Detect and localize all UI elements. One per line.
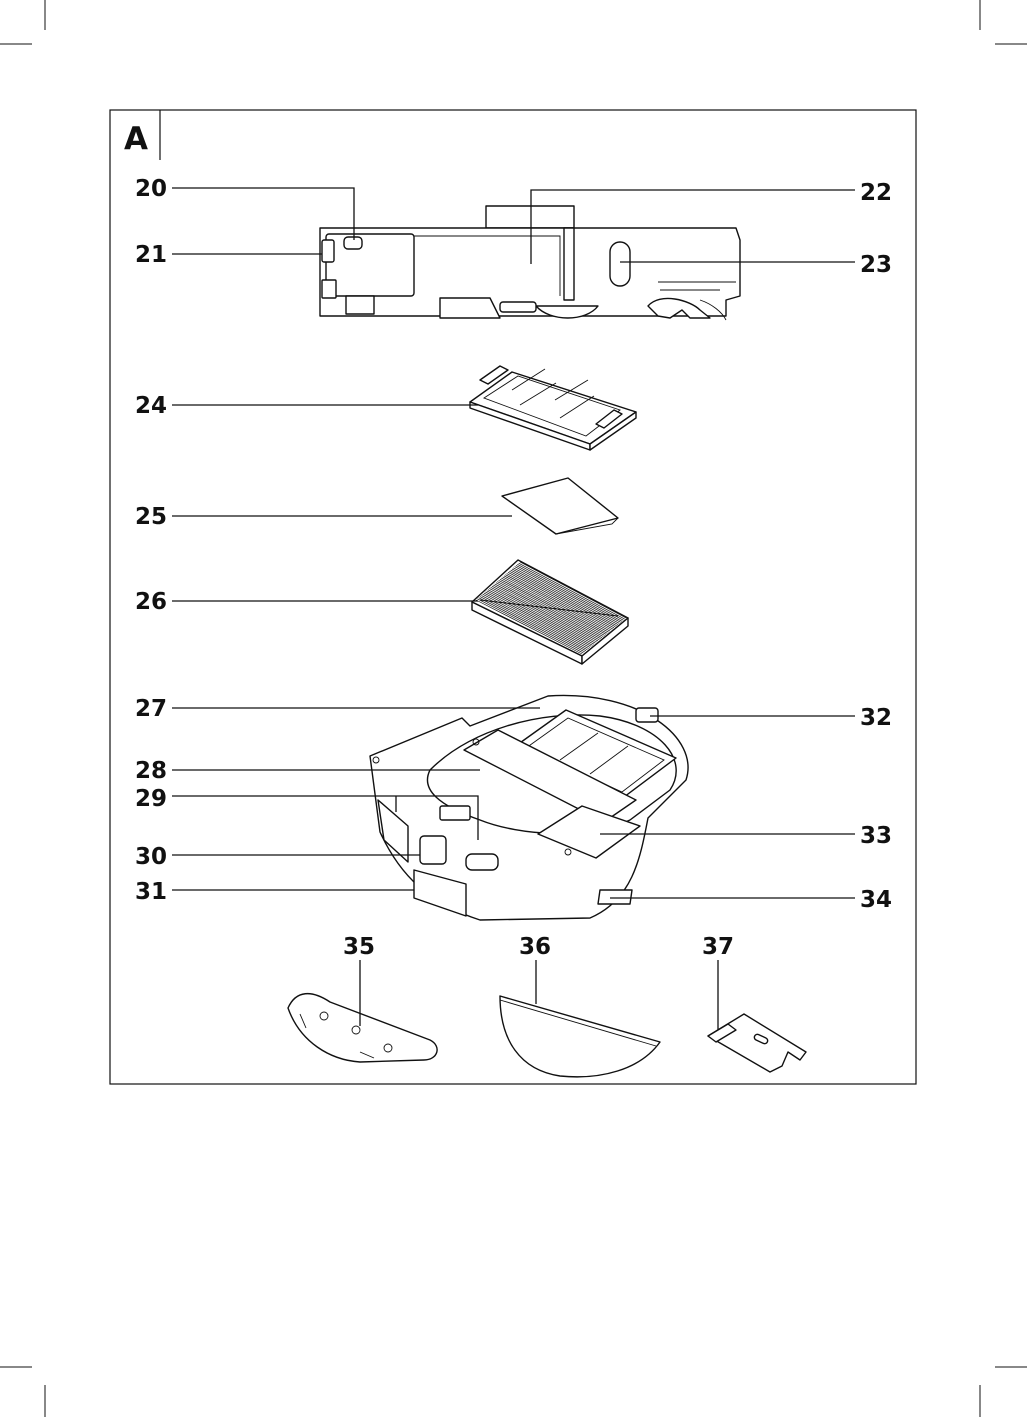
callout-31: 31 xyxy=(135,879,167,905)
callout-21: 21 xyxy=(135,242,167,268)
cleaning-tool xyxy=(708,1014,806,1072)
callout-30: 30 xyxy=(135,844,167,870)
callout-20: 20 xyxy=(135,176,167,202)
callout-28: 28 xyxy=(135,758,167,784)
callout-25: 25 xyxy=(135,504,167,530)
mop-pad xyxy=(500,996,660,1077)
callout-29: 29 xyxy=(135,786,167,812)
callout-24: 24 xyxy=(135,393,167,419)
callout-34: 34 xyxy=(860,887,892,913)
dustbin xyxy=(370,695,688,920)
callout-35: 35 xyxy=(343,934,375,960)
section-label: A xyxy=(124,121,148,157)
robot-side-view xyxy=(320,206,740,320)
callout-37: 37 xyxy=(702,934,734,960)
callout-23: 23 xyxy=(860,252,892,278)
callout-32: 32 xyxy=(860,705,892,731)
pleated-filter xyxy=(472,560,628,664)
callout-33: 33 xyxy=(860,823,892,849)
callout-27: 27 xyxy=(135,696,167,722)
filter-frame xyxy=(470,366,636,450)
callout-26: 26 xyxy=(135,589,167,615)
callout-36: 36 xyxy=(519,934,551,960)
callout-22: 22 xyxy=(860,180,892,206)
mop-holder xyxy=(288,994,437,1062)
